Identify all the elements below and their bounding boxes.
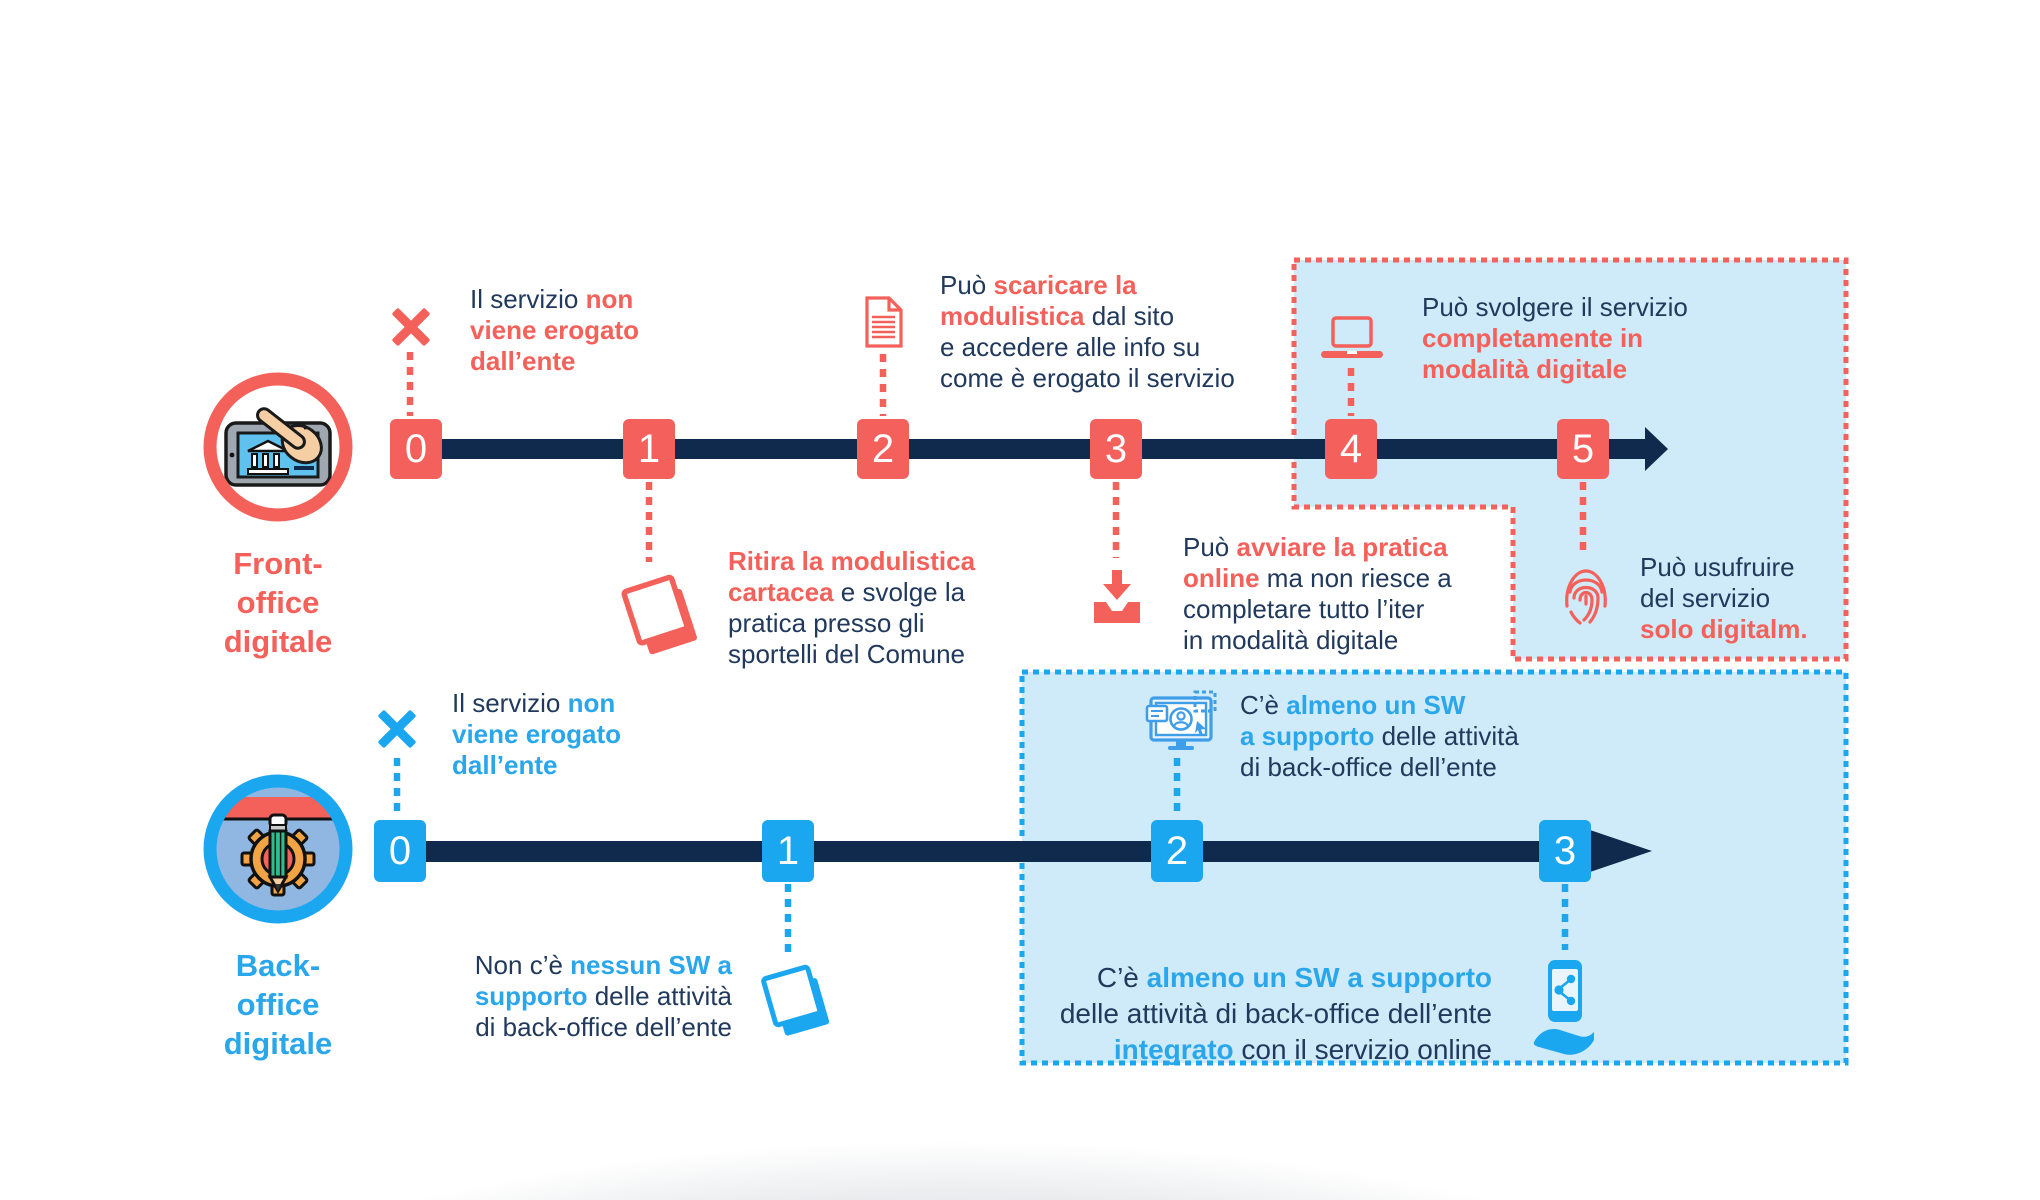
download-tray-icon: [1094, 570, 1140, 623]
front-timeline-bar: [416, 439, 1645, 459]
front-level-0: 0: [390, 419, 442, 479]
back-timeline-bar: [400, 841, 1590, 862]
paper-pad-icon: [621, 574, 697, 655]
laptop-icon: [1321, 316, 1383, 358]
x-mark-icon: [392, 308, 430, 346]
back-timeline-arrowhead: [1590, 830, 1652, 872]
front-timeline-arrowhead: [1645, 427, 1668, 471]
back-level-0: 0: [374, 820, 426, 882]
document-icon: [865, 296, 903, 348]
paper-pad-icon: [761, 964, 830, 1036]
front-level-4: 4: [1325, 419, 1377, 479]
front-level-3: 3: [1090, 419, 1142, 479]
tablet-touch-bank-icon: [203, 372, 353, 522]
x-mark-icon: [378, 710, 416, 748]
monitor-avatar-icon: [1145, 690, 1217, 750]
front-level-1: 1: [623, 419, 675, 479]
front-level-2: 2: [857, 419, 909, 479]
front-level-5: 5: [1557, 419, 1609, 479]
back-connectors: [393, 758, 1569, 952]
back-level-3: 3: [1539, 820, 1591, 882]
front-connectors: [406, 352, 1587, 562]
back-level-1: 1: [762, 820, 814, 882]
gear-pencil-icon: [203, 774, 353, 924]
phone-share-hand-icon: [1533, 960, 1594, 1055]
fingerprint-icon: [1565, 569, 1607, 625]
back-level-2: 2: [1151, 820, 1203, 882]
